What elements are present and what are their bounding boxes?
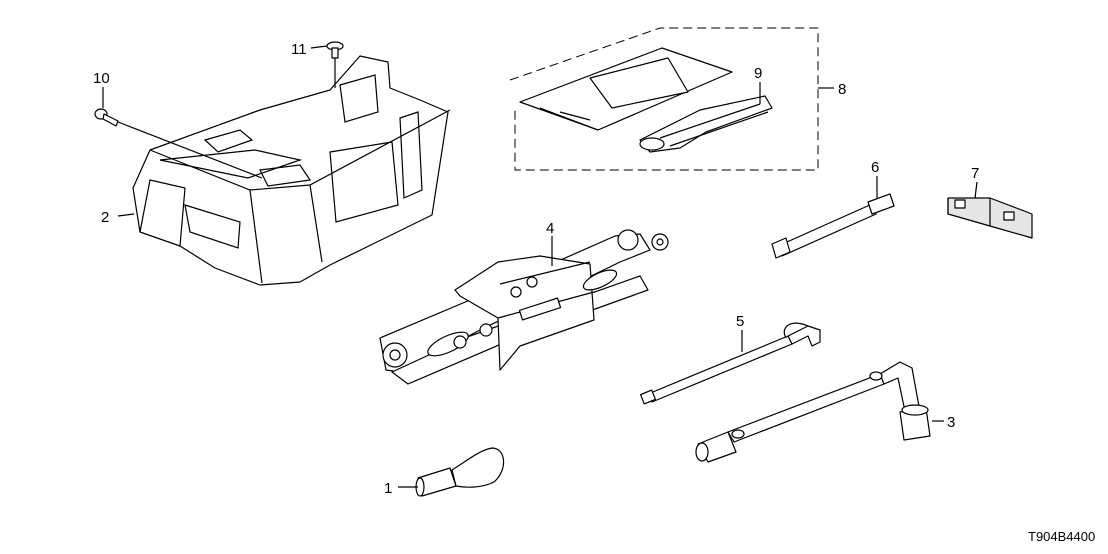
part-2-tool-tray bbox=[132, 55, 451, 286]
part-9-strap bbox=[639, 95, 773, 153]
part-5-jack-handle bbox=[639, 322, 821, 405]
callout-11: 11 bbox=[291, 41, 307, 58]
part-7-clip bbox=[947, 197, 1033, 239]
part-11-screw bbox=[326, 41, 344, 88]
leader-lines bbox=[102, 45, 978, 488]
callout-8: 8 bbox=[838, 81, 846, 98]
part-10-clip bbox=[94, 108, 263, 179]
part-1-cap bbox=[415, 447, 505, 497]
manual-booklet bbox=[519, 47, 733, 131]
part-6-extension-bar bbox=[771, 193, 895, 259]
callout-3: 3 bbox=[947, 414, 955, 431]
callout-1: 1 bbox=[384, 480, 392, 497]
callout-9: 9 bbox=[754, 65, 762, 82]
part-4-scissor-jack bbox=[379, 229, 669, 385]
callout-5: 5 bbox=[736, 313, 744, 330]
callout-labels: 1 2 3 4 5 6 7 8 9 10 11 bbox=[93, 41, 979, 497]
leader-7 bbox=[974, 181, 978, 199]
drawing-code: T904B4400 bbox=[1028, 529, 1095, 544]
leader-11 bbox=[310, 45, 328, 49]
callout-7: 7 bbox=[971, 165, 979, 182]
callout-2: 2 bbox=[101, 209, 109, 226]
part-8-kit-outline bbox=[509, 27, 819, 171]
callout-10: 10 bbox=[93, 70, 110, 87]
callout-6: 6 bbox=[871, 159, 879, 176]
callout-4: 4 bbox=[546, 220, 554, 237]
leader-2 bbox=[117, 213, 135, 217]
part-3-wheel-wrench bbox=[695, 361, 931, 463]
